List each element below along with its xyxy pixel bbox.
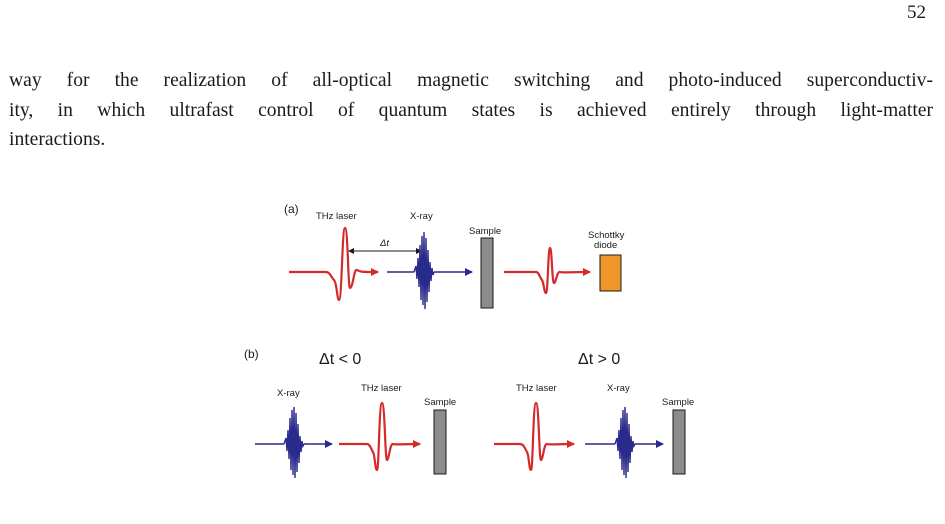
body-paragraph: way for the realization of all-optical m… bbox=[9, 66, 933, 155]
panel-b-left-xray-label: X-ray bbox=[277, 388, 300, 399]
panel-a-detector-label-1: Schottky bbox=[588, 230, 625, 241]
sample-b-left bbox=[433, 409, 447, 475]
panel-b-right-xray-label: X-ray bbox=[607, 383, 630, 394]
thz-pulse-a bbox=[289, 226, 379, 302]
panel-a-thz-laser-label: THz laser bbox=[316, 211, 357, 222]
condition-negative-delay: Δt < 0 bbox=[319, 351, 361, 368]
paragraph-line: ity, in which ultrafast control of quant… bbox=[9, 99, 933, 121]
schottky-diode bbox=[599, 254, 622, 292]
panel-b-left-sample-label: Sample bbox=[424, 397, 456, 408]
xray-pulse-b-left bbox=[283, 406, 305, 479]
delay-label: Δt bbox=[379, 238, 389, 249]
panel-a-sample-label: Sample bbox=[469, 226, 501, 237]
sample-a bbox=[480, 237, 494, 309]
page-number: 52 bbox=[907, 2, 926, 23]
panel-a-label: (a) bbox=[284, 202, 299, 216]
panel-a-xray-label: X-ray bbox=[410, 211, 433, 222]
condition-positive-delay: Δt > 0 bbox=[578, 351, 620, 368]
thz-pulse-b-left bbox=[339, 401, 421, 472]
panel-b-right-sample-label: Sample bbox=[662, 397, 694, 408]
panel-b-right-thz-label: THz laser bbox=[516, 383, 557, 394]
thz-pulse-b-right bbox=[494, 401, 575, 472]
thz-pulse-a-transmitted bbox=[504, 246, 591, 295]
panel-a-detector-label-2: diode bbox=[594, 240, 617, 251]
panel-b-label: (b) bbox=[244, 347, 259, 361]
sample-b-right bbox=[672, 409, 686, 475]
xray-pulse-a bbox=[413, 231, 435, 310]
panel-b-left-thz-label: THz laser bbox=[361, 383, 402, 394]
paragraph-line: interactions. bbox=[9, 129, 106, 150]
paragraph-line: way for the realization of all-optical m… bbox=[9, 70, 933, 91]
xray-pulse-b-right bbox=[614, 406, 636, 479]
